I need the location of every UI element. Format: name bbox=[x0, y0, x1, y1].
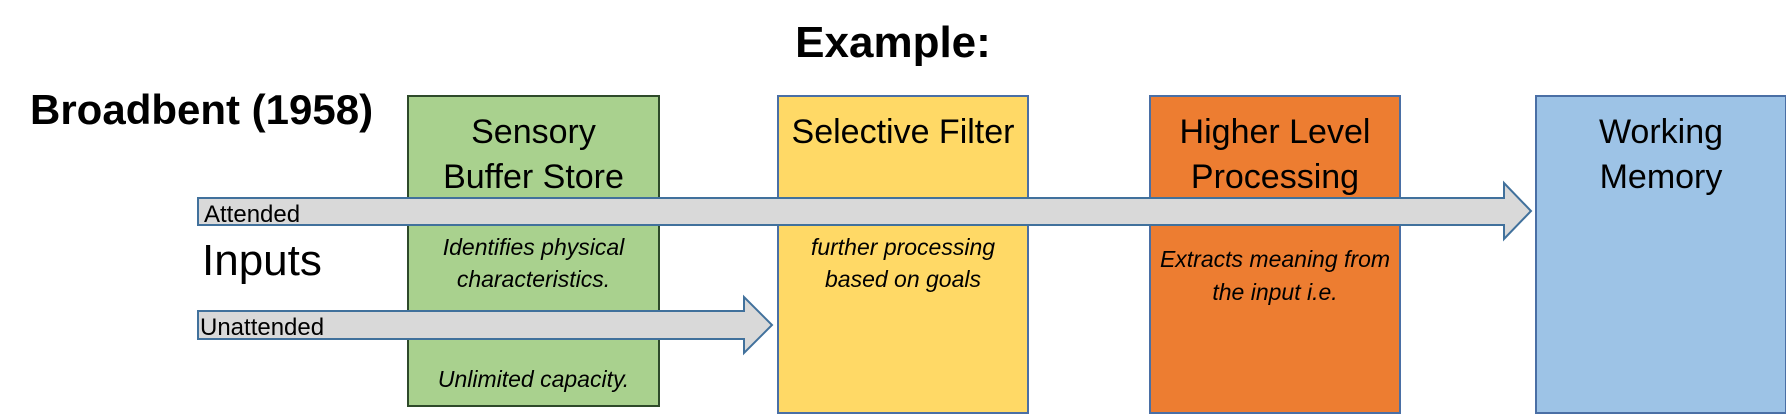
model-title: Broadbent (1958) bbox=[30, 86, 374, 133]
slide-title: Example: bbox=[795, 18, 991, 67]
stage-note-line2: characteristics. bbox=[456, 266, 611, 292]
stage-title-line1: Sensory bbox=[471, 113, 596, 151]
stage-capacity-note: Unlimited capacity. bbox=[437, 366, 630, 392]
stage-note-line1: further processing bbox=[810, 234, 996, 260]
stage-note-line2: the input i.e. bbox=[1212, 279, 1338, 305]
stage-higher-level-processing: Higher Level Processing Extracts meaning… bbox=[1149, 95, 1401, 414]
stage-note-line2: based on goals bbox=[824, 266, 981, 292]
stage-title-line2: Processing bbox=[1190, 158, 1360, 196]
inputs-label: Inputs bbox=[202, 236, 322, 285]
stage-sensory-buffer-store: Sensory Buffer Store Identifies physical… bbox=[407, 95, 660, 407]
stage-title-line2: Memory bbox=[1599, 158, 1723, 196]
stage-note-line1: Extracts meaning from bbox=[1159, 246, 1391, 272]
attended-label: Attended bbox=[204, 201, 301, 228]
stage-note-line1: Identifies physical bbox=[442, 234, 625, 260]
attended-arrow bbox=[197, 180, 1533, 242]
stage-title-line1: Higher Level bbox=[1179, 113, 1371, 151]
unattended-arrow bbox=[197, 294, 774, 356]
stage-title-line2: Buffer Store bbox=[443, 158, 624, 196]
stage-selective-filter: Selective Filter further processing base… bbox=[777, 95, 1029, 414]
unattended-label: Unattended bbox=[200, 314, 325, 341]
stage-title-line1: Working bbox=[1598, 113, 1724, 151]
stage-working-memory: Working Memory bbox=[1535, 95, 1786, 414]
stage-title: Selective Filter bbox=[791, 113, 1015, 151]
